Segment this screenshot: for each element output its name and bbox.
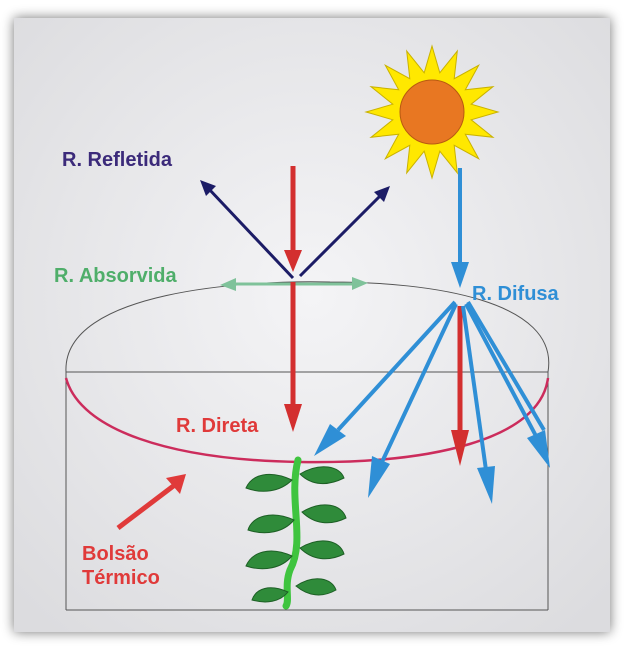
reflected-label: R. Refletida bbox=[62, 149, 173, 171]
direct-label: R. Direta bbox=[176, 415, 259, 437]
diffuse-label: R. Difusa bbox=[472, 283, 560, 305]
thermal-pocket-label-line2: Térmico bbox=[82, 567, 160, 589]
panel-background bbox=[14, 18, 610, 632]
sun-icon bbox=[366, 46, 498, 178]
absorbed-label: R. Absorvida bbox=[54, 265, 177, 287]
thermal-pocket-label-line1: Bolsão bbox=[82, 543, 149, 565]
